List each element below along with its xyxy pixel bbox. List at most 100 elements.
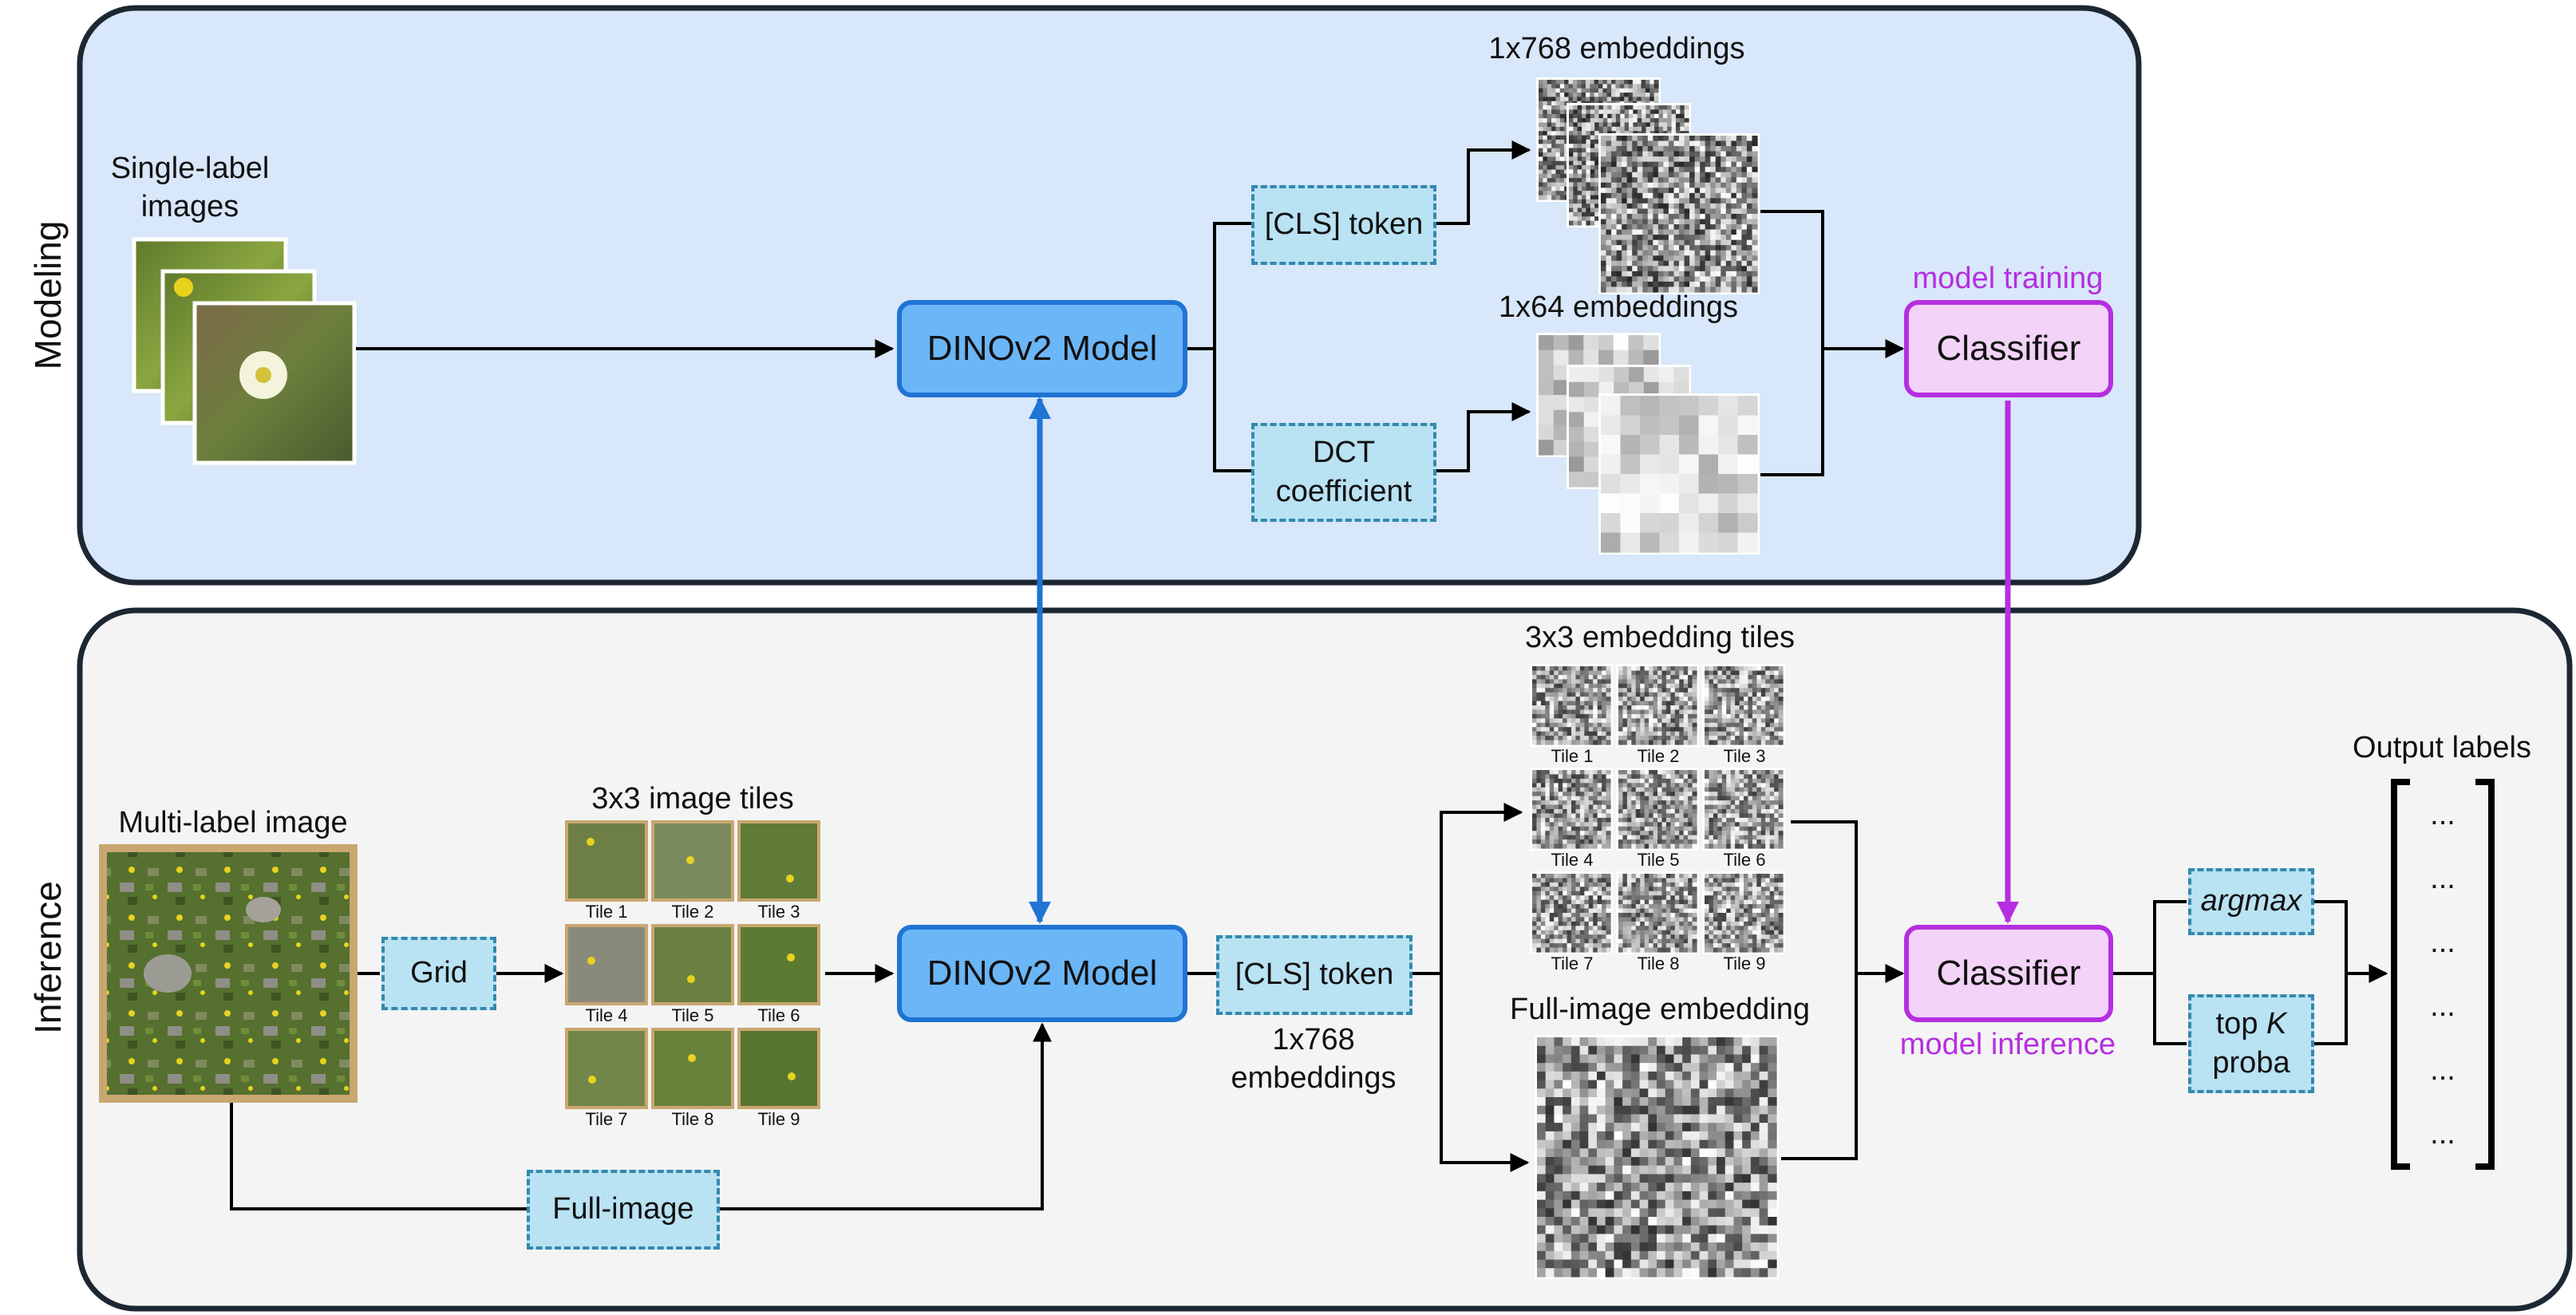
flower-dot (687, 975, 695, 983)
connector-emb768-to-classifier (1760, 210, 1824, 349)
output-labels-title: Output labels (2353, 731, 2531, 764)
emb768-title: 1x768 embeddings (1488, 32, 1745, 65)
image-tile (737, 1028, 820, 1109)
multi-label-title: Multi-label image (118, 806, 348, 839)
grid-op[interactable]: Grid (381, 937, 496, 1010)
output-bracket-left (2391, 779, 2410, 1170)
full-image-embedding (1535, 1035, 1779, 1279)
model-inference-note: model inference (1899, 1028, 2116, 1061)
output-bracket-right (2475, 779, 2495, 1170)
image-tile-label: Tile 4 (585, 1005, 628, 1025)
flower-dot (686, 856, 694, 864)
emb64-title: 1x64 embeddings (1499, 290, 1738, 324)
dinov2-model-modeling[interactable]: DINOv2 Model (897, 300, 1187, 397)
classifier-inference[interactable]: Classifier (1904, 925, 2113, 1022)
dinov2-model-inference[interactable]: DINOv2 Model (897, 925, 1187, 1022)
arrow-cls-to-embeddings (1436, 140, 1531, 225)
connector-emb64-to-classifier (1760, 349, 1824, 476)
image-tiles-title: 3x3 image tiles (591, 782, 794, 815)
multi-label-image (99, 844, 358, 1103)
embedding-tile-label: Tile 6 (1723, 850, 1766, 870)
dct-coefficient[interactable]: DCT coefficient (1251, 423, 1436, 522)
section-label-modeling: Modeling (27, 220, 69, 370)
connector-classifier-to-topk (2153, 973, 2187, 1045)
embedding-tile-label: Tile 4 (1551, 850, 1594, 870)
embedding-tiles-grid (1530, 664, 1785, 954)
embedding-tile-label: Tile 9 (1723, 954, 1766, 973)
topk-proba-op[interactable]: top K proba (2188, 994, 2314, 1093)
image-tile-label: Tile 5 (671, 1005, 714, 1025)
embedding-tile-label: Tile 1 (1551, 746, 1594, 766)
connector-classifier-to-argmax (2113, 900, 2187, 975)
image-tile (737, 820, 820, 902)
single-label-images (132, 237, 357, 465)
embedding-768-c (1598, 133, 1760, 294)
embedding-tile-label: Tile 3 (1723, 746, 1766, 766)
image-tile-label: Tile 3 (757, 902, 800, 922)
flower-dot (587, 957, 595, 965)
image-tiles-grid (565, 820, 820, 1109)
embedding-tile (1530, 871, 1613, 954)
arrow-cls-to-full-emb (1440, 973, 1530, 1172)
section-label-inference: Inference (27, 881, 69, 1034)
embedding-tile (1530, 768, 1613, 851)
connector-full-emb-to-classifier (1781, 973, 1858, 1160)
flower-dot (788, 1072, 796, 1080)
image-tile (565, 924, 648, 1005)
embedding-tile-label: Tile 2 (1637, 746, 1680, 766)
embedding-tile (1530, 664, 1613, 747)
image-tile (565, 820, 648, 902)
output-label-item: ... (2430, 1117, 2455, 1151)
embedding-tile (1616, 768, 1699, 851)
embedding-64-c (1598, 393, 1760, 555)
image-tile-label: Tile 8 (671, 1109, 714, 1129)
embedding-tile-label: Tile 5 (1637, 850, 1680, 870)
connector-emb-tiles-to-classifier (1791, 820, 1858, 973)
flower-dot (588, 1076, 596, 1084)
embedding-tile (1702, 871, 1785, 954)
flower-dot (688, 1054, 696, 1062)
output-label-item: ... (2430, 798, 2455, 831)
model-training-note: model training (1912, 262, 2104, 295)
inference-emb-label: 1x768 embeddings (1231, 1023, 1397, 1095)
single-label-title: Single-label images (110, 152, 270, 223)
image-tile (651, 924, 734, 1005)
image-tile-label: Tile 2 (671, 902, 714, 922)
embedding-1x768-stack (1536, 77, 1760, 294)
connector-to-cls (1213, 222, 1251, 349)
cls-token-inference[interactable]: [CLS] token (1216, 935, 1412, 1015)
embedding-tiles-title: 3x3 embedding tiles (1525, 621, 1795, 654)
full-embedding-title: Full-image embedding (1510, 993, 1810, 1026)
classifier-modeling[interactable]: Classifier (1904, 300, 2113, 397)
image-tile (651, 1028, 734, 1109)
arrow-dct-to-embeddings (1436, 402, 1531, 472)
embedding-tile (1702, 768, 1785, 851)
output-label-item: ... (2430, 1053, 2455, 1087)
full-embedding-square (1535, 1035, 1779, 1279)
embedding-tile-label: Tile 8 (1637, 954, 1680, 973)
argmax-op[interactable]: argmax (2188, 868, 2314, 935)
full-image-op[interactable]: Full-image (527, 1170, 720, 1250)
output-label-item: ... (2430, 862, 2455, 895)
embedding-tile (1702, 664, 1785, 747)
output-label-item: ... (2430, 926, 2455, 959)
image-tile (737, 924, 820, 1005)
embedding-tile (1616, 664, 1699, 747)
image-tile (565, 1028, 648, 1109)
flower-dot (587, 838, 595, 846)
embedding-1x64-stack (1536, 333, 1760, 555)
flower-dot (786, 875, 794, 883)
arrow-cls-to-emb-tiles (1440, 803, 1523, 973)
image-tile-label: Tile 9 (757, 1109, 800, 1129)
connector-argmax-to-output (2314, 900, 2348, 973)
flower-dot (787, 954, 795, 962)
image-tile-label: Tile 6 (757, 1005, 800, 1025)
image-tile-label: Tile 7 (585, 1109, 628, 1129)
embedding-tile (1616, 871, 1699, 954)
image-tile-label: Tile 1 (585, 902, 628, 922)
output-label-item: ... (2430, 989, 2455, 1023)
connector-to-dct (1213, 349, 1251, 472)
embedding-tile-label: Tile 7 (1551, 954, 1594, 973)
connector-topk-to-output (2314, 973, 2348, 1045)
cls-token-modeling[interactable]: [CLS] token (1251, 185, 1436, 265)
